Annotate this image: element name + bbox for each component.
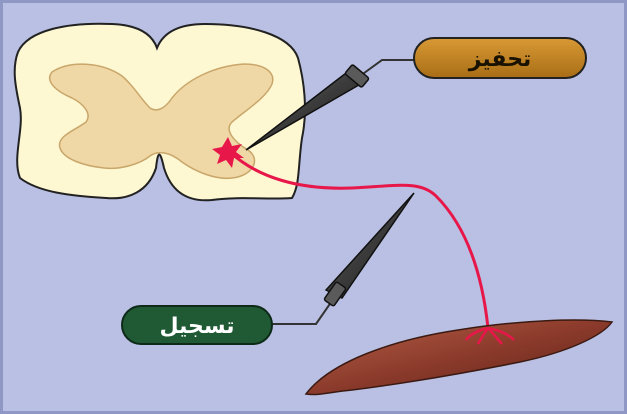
record-badge: تسجيل: [122, 306, 272, 344]
record-label: تسجيل: [159, 314, 234, 339]
stimulate-badge: تحفيز: [414, 38, 586, 78]
stimulate-label: تحفيز: [468, 47, 532, 72]
